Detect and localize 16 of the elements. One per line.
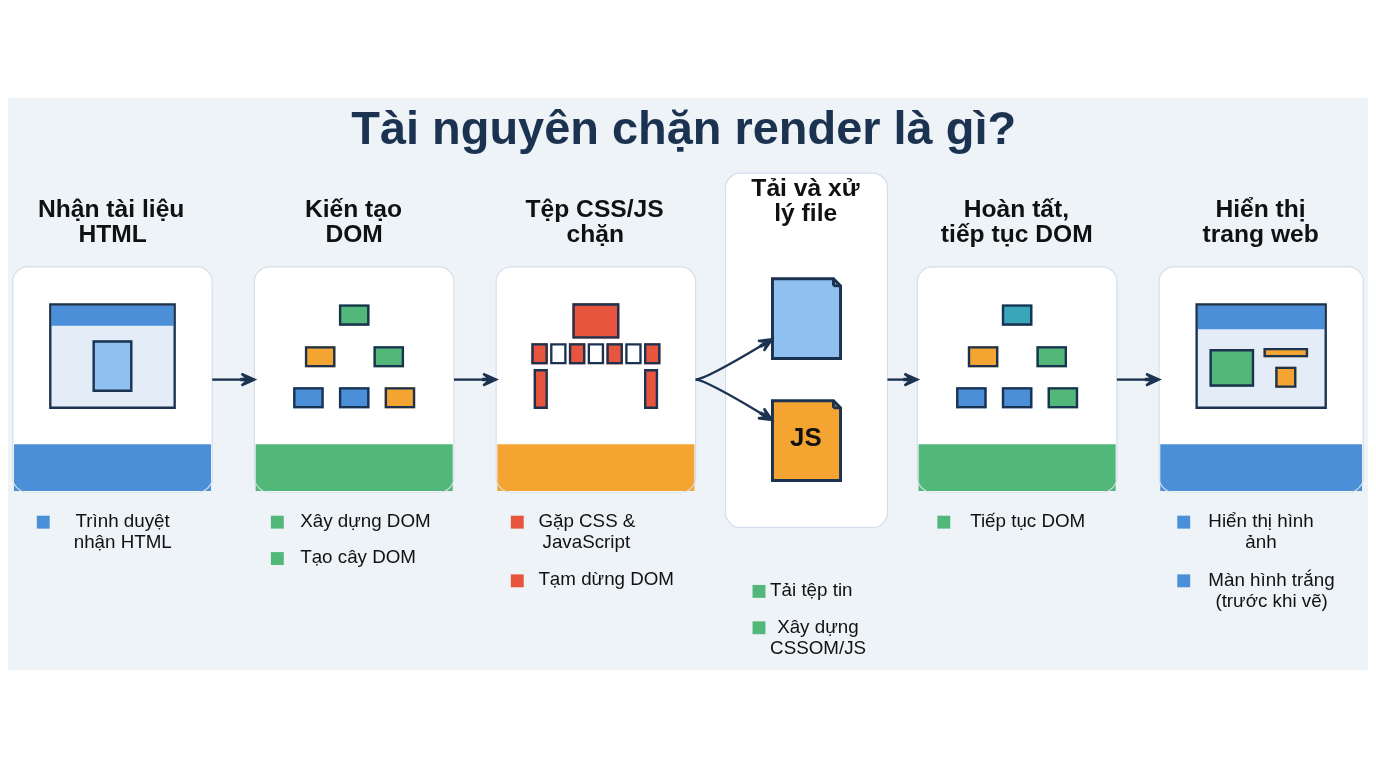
node-label: Tệp CSS/JS chặn [525,195,664,248]
diagram-title: Tài nguyên chặn render là gì? [351,101,1017,154]
node-label: Gặp CSS & JavaScript [538,510,636,553]
node-label: Màn hình trắng (trước khi vẽ) [1208,568,1335,611]
node-label: Tạm dừng DOM [538,568,675,590]
node-label: Trình duyệt nhận HTML [73,510,172,553]
node-label: Kiến tạo DOM [304,195,403,248]
node-label: Tải tệp tin [770,578,853,600]
node-label: Xây dựng DOM [300,509,431,531]
node-label: Tạo cây DOM [300,545,416,567]
node-label: Hiển thị hình ảnh [1208,510,1314,553]
node-label: Nhận tài liệu HTML [37,195,185,248]
node-label: Tiếp tục DOM [970,509,1086,531]
node-label: Xây dựng CSSOM/JS [770,615,867,658]
node-label: Hiển thị trang web [1202,195,1319,248]
node-label: Hoàn tất, tiếp tục DOM [940,195,1093,248]
